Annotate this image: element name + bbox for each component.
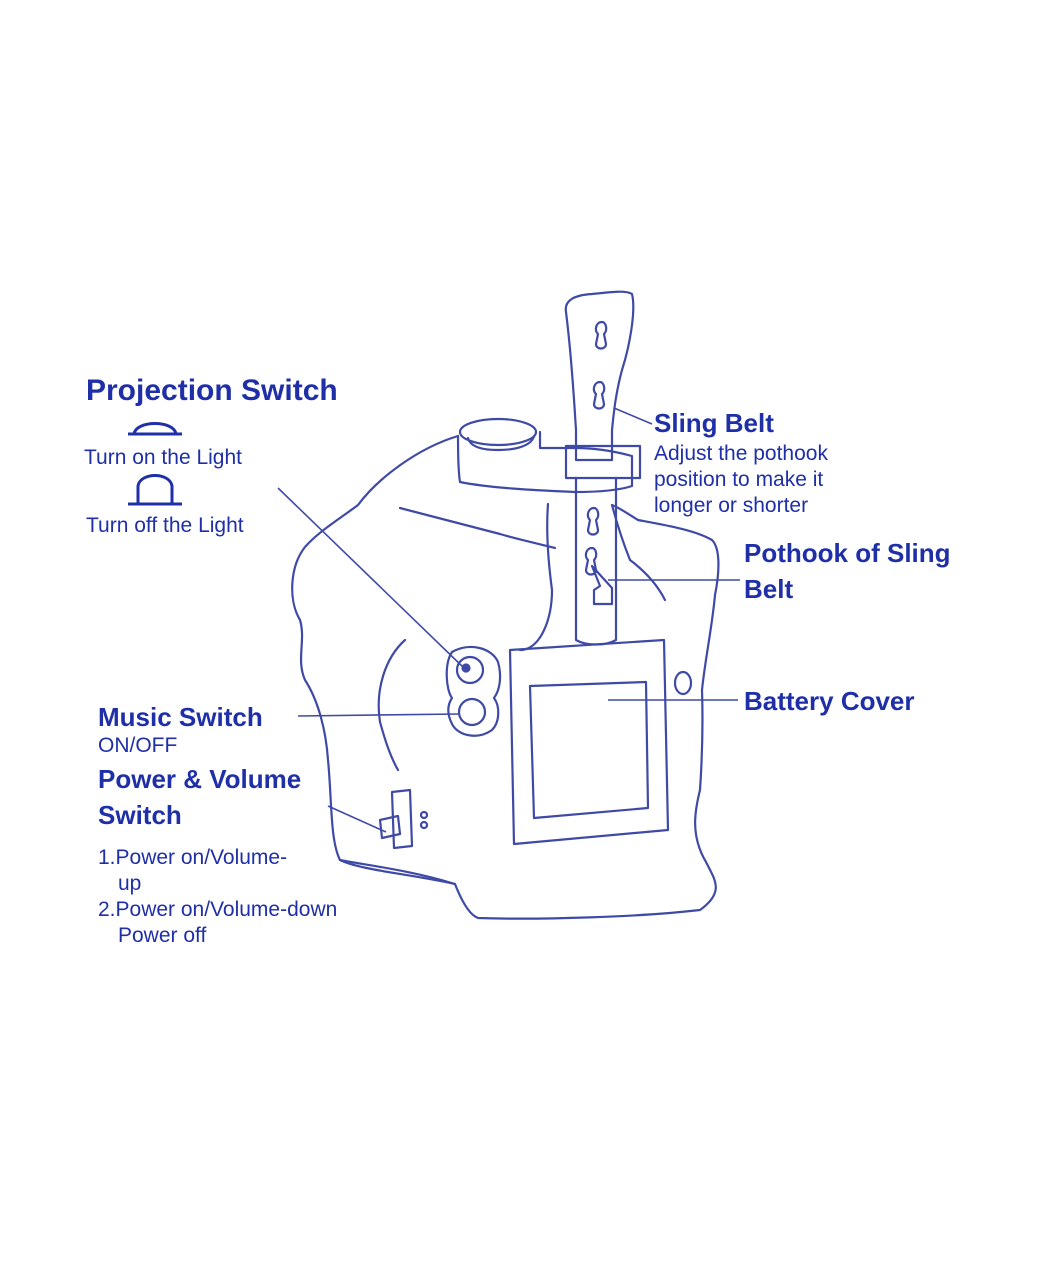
device-body-outline <box>291 434 720 920</box>
sling-belt-desc-1: Adjust the pothook <box>654 442 828 465</box>
switch-plate <box>445 645 502 737</box>
projection-switch-title: Projection Switch <box>86 374 338 407</box>
projection-icons <box>128 422 182 506</box>
power-volume-item1-line2: up <box>118 872 141 895</box>
turn-on-light-text: Turn on the Light <box>84 446 242 469</box>
projection-switch-button <box>455 655 485 685</box>
leader-music <box>297 713 461 717</box>
half-dome-icon <box>132 422 178 436</box>
leader-power <box>327 805 387 833</box>
music-switch-title: Music Switch <box>98 702 263 732</box>
leader-sling-belt <box>613 407 653 425</box>
dome-button-icon <box>136 474 174 504</box>
music-switch-button <box>457 697 487 727</box>
turn-off-light-text: Turn off the Light <box>86 514 244 537</box>
belt-loop <box>564 444 642 480</box>
power-volume-item1-line1: 1.Power on/Volume- <box>98 846 287 869</box>
power-volume-item2-line2: Power off <box>118 924 206 947</box>
labels: Projection Switch Turn on the Light Turn… <box>84 374 951 947</box>
sling-belt-strap <box>564 290 635 462</box>
power-volume-title-2: Switch <box>98 800 182 830</box>
side-screw <box>673 670 693 696</box>
battery-cover-title: Battery Cover <box>744 686 915 716</box>
battery-cover-frame <box>508 638 670 846</box>
belt-slot-2 <box>592 380 606 410</box>
music-switch-state: ON/OFF <box>98 734 177 757</box>
power-volume-item2-line1: 2.Power on/Volume-down <box>98 898 337 921</box>
pothook-title-2: Belt <box>744 574 793 604</box>
battery-cover-inner <box>528 680 650 820</box>
sling-belt-desc-2: position to make it <box>654 468 823 491</box>
belt-slot-1 <box>594 320 608 350</box>
device-drawing <box>291 290 720 920</box>
sling-belt-desc-3: longer or shorter <box>654 494 808 517</box>
leader-lines <box>277 407 740 833</box>
belt-slot-3 <box>586 506 600 536</box>
power-volume-switch <box>390 788 414 850</box>
belt-slot-4 <box>584 546 598 576</box>
power-volume-title-1: Power & Volume <box>98 764 301 794</box>
pothook-title-1: Pothook of Sling <box>744 538 951 568</box>
device-collar <box>456 434 634 494</box>
pothook <box>590 564 614 606</box>
sling-belt-title: Sling Belt <box>654 408 774 438</box>
projector-dome <box>458 417 538 447</box>
leader-projection <box>277 487 465 669</box>
